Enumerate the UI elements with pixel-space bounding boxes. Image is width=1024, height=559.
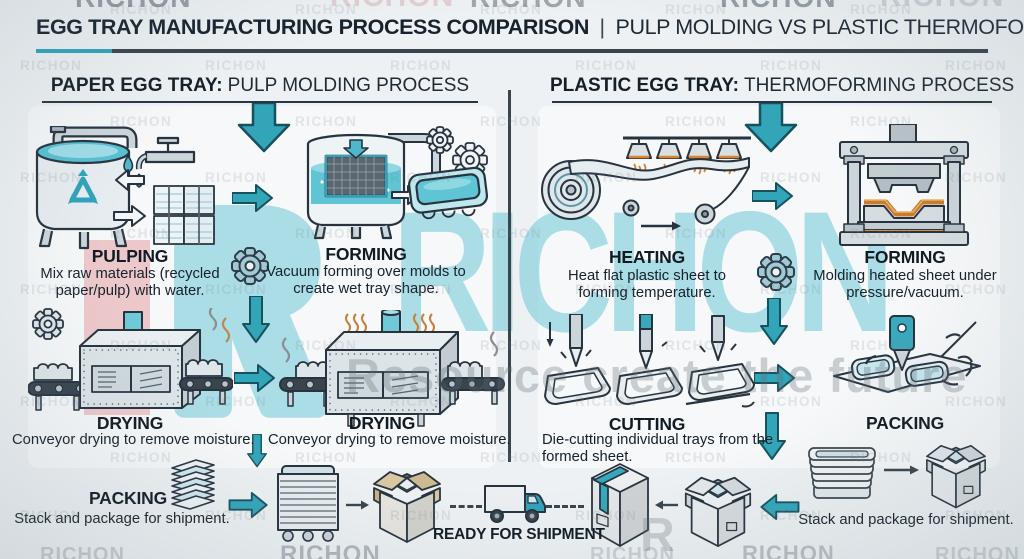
right-arrow-icon: [884, 465, 919, 475]
step-drying2-desc: Conveyor drying to remove moisture.: [268, 432, 511, 448]
nested-tray-stack-icon: [808, 447, 876, 499]
down-arrow-icon: [237, 103, 291, 153]
step-drying2-title: DRYING: [348, 413, 416, 433]
watermark-fragment: RICHON: [720, 0, 836, 12]
watermark-fragment: RICHON: [935, 544, 1020, 559]
watermark-fragment: RICHON: [40, 544, 125, 559]
right-arrow-icon: [234, 364, 275, 392]
step-forming-right-title: FORMING: [864, 247, 946, 267]
right-column-header: PLASTIC EGG TRAY:THERMOFORMING PROCESS: [550, 75, 1014, 97]
step-cutting-desc: Die-cutting individual trays from the fo…: [542, 432, 774, 465]
watermark-fragment: RICHON: [880, 0, 1004, 12]
title-sub: PULP MOLDING VS PLASTIC THERMOFORMING: [615, 15, 1024, 39]
step-packing-right-title: PACKING: [866, 413, 944, 433]
step-heating-title: HEATING: [608, 247, 686, 267]
left-header-rest: PULP MOLDING PROCESS: [227, 75, 470, 96]
step-pulping-desc: Mix raw materials (recycled paper/pulp) …: [40, 266, 220, 299]
tray-trimming-illustration: [833, 315, 981, 393]
die-cutting-illustration: [544, 314, 755, 408]
watermark-fragment: RICHON: [75, 0, 191, 12]
right-arrow-icon: [232, 184, 273, 212]
title-rule-accent: [36, 49, 112, 53]
dashed-route-line: [450, 505, 482, 508]
title-rule: [36, 49, 988, 53]
step-forming-left-title: FORMING: [325, 244, 407, 264]
gear-icon: [757, 253, 795, 291]
step-forming-left-desc: Vacuum forming over molds to create wet …: [266, 264, 466, 297]
left-arrow-icon: [655, 500, 678, 510]
right-arrow-icon: [754, 364, 795, 392]
right-arrow-icon: [228, 492, 268, 518]
right-header-rest: THERMOFORMING PROCESS: [743, 75, 1015, 96]
watermark-tile: RICHON: [390, 58, 453, 73]
left-column-header: PAPER EGG TRAY:PULP MOLDING PROCESS: [40, 75, 480, 97]
step-packing-left-desc: Stack and package for shipment.: [14, 511, 230, 527]
sealed-box-icon: [591, 463, 649, 547]
right-arrow-icon: [346, 500, 369, 510]
left-header-rule: [42, 101, 478, 103]
sheet-stack-icon: [171, 459, 215, 510]
truck-icon: [484, 485, 546, 523]
page-title: EGG TRAY MANUFACTURING PROCESS COMPARISO…: [36, 15, 1024, 40]
title-main: EGG TRAY MANUFACTURING PROCESS COMPARISO…: [36, 15, 590, 39]
down-arrow-icon: [744, 103, 798, 153]
drying-conveyor-illustration: [28, 308, 233, 411]
watermark-tile: RICHON: [205, 58, 268, 73]
watermark-tile: RICHON: [945, 58, 1008, 73]
step-drying1-desc: Conveyor drying to remove moisture.: [12, 432, 255, 448]
watermark-tile: RICHON: [575, 58, 638, 73]
pallet-stack-icon: [277, 465, 339, 542]
down-arrow-icon: [758, 412, 786, 460]
plastic-sheet-heating-illustration: [541, 136, 751, 231]
step-heating-desc: Heat flat plastic sheet to forming tempe…: [568, 268, 726, 301]
ready-for-shipment-label: READY FOR SHIPMENT: [433, 526, 605, 543]
step-packing-left-title: PACKING: [89, 488, 167, 508]
open-box-icon: [684, 476, 752, 547]
column-divider: [508, 90, 511, 462]
step-packing-right-desc: Stack and package for shipment.: [798, 512, 1014, 528]
down-arrow-icon: [247, 434, 267, 468]
thermoforming-press-illustration: [839, 124, 969, 246]
dashed-route-line: [546, 505, 584, 508]
watermark-fragment: RICHON: [470, 0, 586, 12]
watermark-fragment: RICHON: [330, 0, 454, 12]
step-forming-right-desc: Molding heated sheet under pressure/vacu…: [813, 268, 997, 301]
right-header-rule: [552, 101, 992, 103]
open-box-icon: [373, 471, 441, 543]
drying-oven-illustration: [279, 310, 505, 427]
open-box-icon: [926, 444, 986, 509]
watermark-tile: RICHON: [20, 58, 83, 73]
left-header-bold: PAPER EGG TRAY:: [50, 75, 223, 96]
step-drying1-title: DRYING: [96, 413, 164, 433]
step-pulping-title: PULPING: [91, 246, 169, 266]
left-arrow-icon: [760, 494, 800, 520]
right-header-bold: PLASTIC EGG TRAY:: [550, 75, 739, 96]
step-cutting-title: CUTTING: [608, 414, 686, 434]
watermark-tile: RICHON: [760, 58, 823, 73]
pulping-tank-illustration: [35, 126, 215, 250]
title-separator: |: [599, 15, 606, 39]
right-arrow-icon: [752, 182, 793, 210]
down-arrow-icon: [242, 296, 270, 343]
vacuum-former-illustration: [306, 126, 488, 240]
down-arrow-icon: [760, 298, 788, 345]
